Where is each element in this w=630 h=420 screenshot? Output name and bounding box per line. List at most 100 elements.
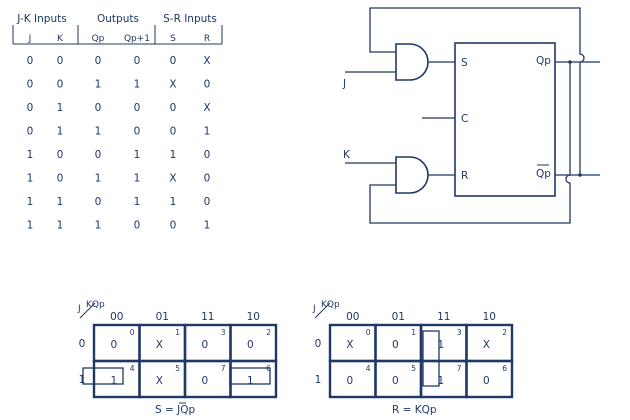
table-cell: 1 [170,196,177,208]
kmap_s-cell: 61 [229,359,278,399]
table-cell: 0 [134,55,141,67]
pin-label-r: R [461,170,468,182]
kmap_s-col-header: 00 [110,311,123,323]
table-cell: 1 [57,220,64,232]
table-cell: 1 [134,79,141,91]
table-cell: 1 [27,149,34,161]
pin-label-qp: Qp [536,55,551,67]
and-gate-s [395,43,429,81]
kmap_s-cell-value: 0 [201,339,208,351]
kmap_r-cell-value: 0 [392,339,399,351]
table-cell: 1 [57,126,64,138]
kmap_r-cell-index: 5 [411,364,416,373]
kmap-r-group-kqp [422,330,440,387]
table-cell: 1 [204,126,211,138]
kmap_s-row-header: 0 [79,338,86,350]
pin-label-qpbar: Qp [536,168,551,180]
kmap-r-caption: R = KQp [392,404,437,416]
wire-feedback-qpbar-to-s-gate [369,7,585,175]
kmap_s-cell-value: 0 [247,339,254,351]
table-cell: 1 [57,196,64,208]
table-cell: X [169,79,176,91]
table-cell: 1 [134,173,141,185]
table-cell: 0 [204,149,211,161]
table-cell: 1 [95,173,102,185]
kmap_s-cell-value: 0 [201,375,208,387]
kmap_r-cell-value: 0 [392,375,399,387]
table-cell: X [203,102,210,114]
kmap_r-cell: 60 [465,359,514,399]
table-cell: 1 [27,220,34,232]
table-cell: 1 [134,149,141,161]
table-cell: 1 [170,149,177,161]
kmap_s-cell-index: 2 [266,328,271,337]
table-cell: 0 [27,102,34,114]
kmap_s-cell-index: 5 [175,364,180,373]
kmap-s-corner-diagonal [79,302,96,319]
kmap_s-col-header: 01 [156,311,169,323]
column-header: R [204,34,210,44]
kmap_s-cell-value: X [156,339,163,351]
kmap-r-corner-diagonal [314,302,331,319]
label-j: J [342,78,346,90]
table-cell: 0 [134,220,141,232]
kmap_s-cell: 00 [92,323,141,363]
table-cell: 0 [27,55,34,67]
column-header: S [170,34,176,44]
kmap_r-col-header: 01 [392,311,405,323]
table-cell: 0 [57,149,64,161]
kmap_r-cell: 0X [328,323,377,363]
kmap_s-cell-index: 7 [221,364,226,373]
table-row: 1 0 0 1 1 0 [27,149,211,161]
kmap_s-cell-index: 0 [130,328,135,337]
table-cell: 0 [27,79,34,91]
kmap_r-cell-value: X [346,339,353,351]
kmap_s-cell-index: 1 [175,328,180,337]
kmap_s-cell-value: 1 [110,375,117,387]
sr-flipflop-box [454,42,556,197]
table-cell: 0 [204,196,211,208]
kmap_s-cell-value: 0 [110,339,117,351]
table-cell: 0 [170,102,177,114]
table-cell: 0 [204,173,211,185]
kmap_s-cell: 30 [183,323,232,363]
table-cell: 0 [57,79,64,91]
kmap_s-cell: 5X [138,359,187,399]
kmap_r-cell-value: 0 [346,375,353,387]
pin-label-s: S [461,57,468,69]
table-cell: 0 [95,149,102,161]
group-header-jk-inputs: J-K Inputs [16,13,66,25]
table-cell: 1 [27,196,34,208]
kmap-r-row-var: J [312,304,316,314]
kmap-s-row-var: J [77,304,81,314]
kmap_r-cell-index: 0 [366,328,371,337]
kmap_r-col-header: 10 [483,311,496,323]
kmap-s-col-var: KQp [86,300,105,310]
group-header-outputs: Outputs [97,13,139,25]
table-cell: 0 [170,220,177,232]
table-cell: 0 [95,102,102,114]
kmap_r-col-header: 11 [437,311,450,323]
kmap-r-col-var: KQp [321,300,340,310]
wire-feedback-qp-to-r-gate [369,62,571,224]
table-cell: 0 [204,79,211,91]
and-gate-r [395,156,429,194]
kmap-s-group-jqbar [229,367,271,385]
kmap_s-cell: 1X [138,323,187,363]
kmap_r-cell-index: 1 [411,328,416,337]
kmap_r-cell: 10 [374,323,423,363]
group-header-sr-inputs: S-R Inputs [163,13,217,25]
table-cell: 1 [57,102,64,114]
kmap_s-col-header: 10 [247,311,260,323]
